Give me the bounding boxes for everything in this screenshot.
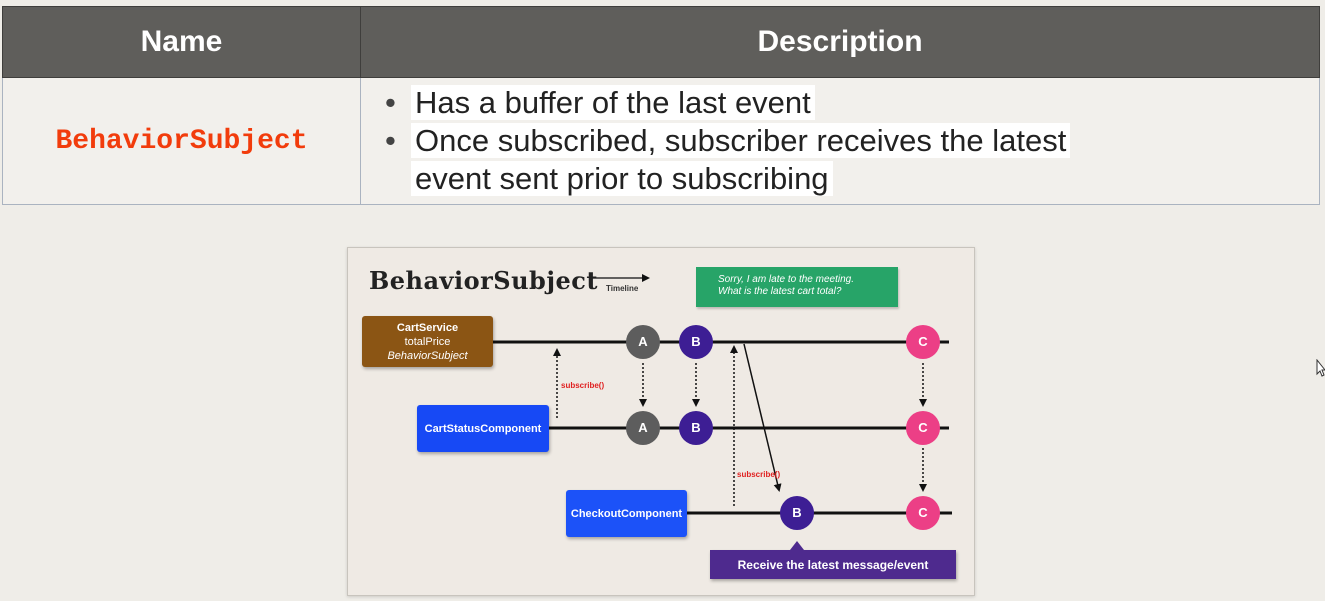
marble-label-c: C — [918, 420, 928, 435]
bullet-text: Once subscribed, subscriber receives the… — [411, 123, 1071, 196]
marble-a-2 — [626, 411, 660, 445]
marble-label-c: C — [918, 334, 928, 349]
marble-c-2 — [906, 411, 940, 445]
marble-c-1 — [906, 325, 940, 359]
cart-service-box: CartService totalPrice BehaviorSubject — [362, 316, 493, 367]
cart-service-property: totalPrice — [404, 335, 451, 348]
marble-label-c: C — [918, 505, 928, 520]
marble-label-b: B — [792, 505, 802, 520]
replay-arrow — [743, 343, 782, 492]
note-line: Sorry, I am late to the meeting. — [718, 274, 854, 285]
checkout-component-box: CheckoutComponent — [566, 490, 687, 537]
marble-label-b: B — [691, 420, 701, 435]
mouse-cursor-icon — [1316, 359, 1325, 377]
list-item: • Once subscribed, subscriber receives t… — [377, 122, 1111, 198]
subjects-table: Name Description BehaviorSubject • Has a… — [2, 6, 1320, 205]
diagram-title: BehaviorSubject — [369, 266, 598, 295]
header-description: Description — [360, 6, 1320, 78]
note-line: What is the latest cart total? — [718, 286, 842, 297]
table-row: BehaviorSubject • Has a buffer of the la… — [2, 77, 1320, 205]
subscribe-label: subscribe() — [737, 470, 781, 479]
behavior-subject-diagram: BehaviorSubject Timeline Sorry, I am lat… — [347, 247, 975, 596]
cart-service-type: BehaviorSubject — [387, 349, 468, 362]
subject-name: BehaviorSubject — [2, 77, 361, 205]
marble-a-1 — [626, 325, 660, 359]
marble-b-3 — [780, 496, 814, 530]
marble-c-3 — [906, 496, 940, 530]
subscribe-label: subscribe() — [561, 381, 605, 390]
table-header-row: Name Description — [2, 6, 1320, 78]
marble-label-a: A — [638, 420, 648, 435]
marble-label-a: A — [638, 334, 648, 349]
bullet-icon: • — [385, 123, 396, 158]
cart-status-component-box: CartStatusComponent — [417, 405, 549, 452]
cart-service-title: CartService — [396, 321, 459, 334]
bullet-icon: • — [385, 85, 396, 120]
subject-description: • Has a buffer of the last event • Once … — [360, 77, 1320, 205]
late-subscriber-note: Sorry, I am late to the meeting. What is… — [696, 267, 898, 307]
description-list: • Has a buffer of the last event • Once … — [373, 84, 1319, 198]
marble-b-1 — [679, 325, 713, 359]
marble-label-b: B — [691, 334, 701, 349]
diagram-graphics — [493, 274, 952, 530]
header-name: Name — [2, 6, 361, 78]
timeline-label: Timeline — [606, 284, 639, 293]
marble-b-2 — [679, 411, 713, 445]
list-item: • Has a buffer of the last event — [377, 84, 1319, 122]
bullet-text: Has a buffer of the last event — [411, 85, 815, 120]
latest-event-callout: Receive the latest message/event — [710, 541, 956, 579]
